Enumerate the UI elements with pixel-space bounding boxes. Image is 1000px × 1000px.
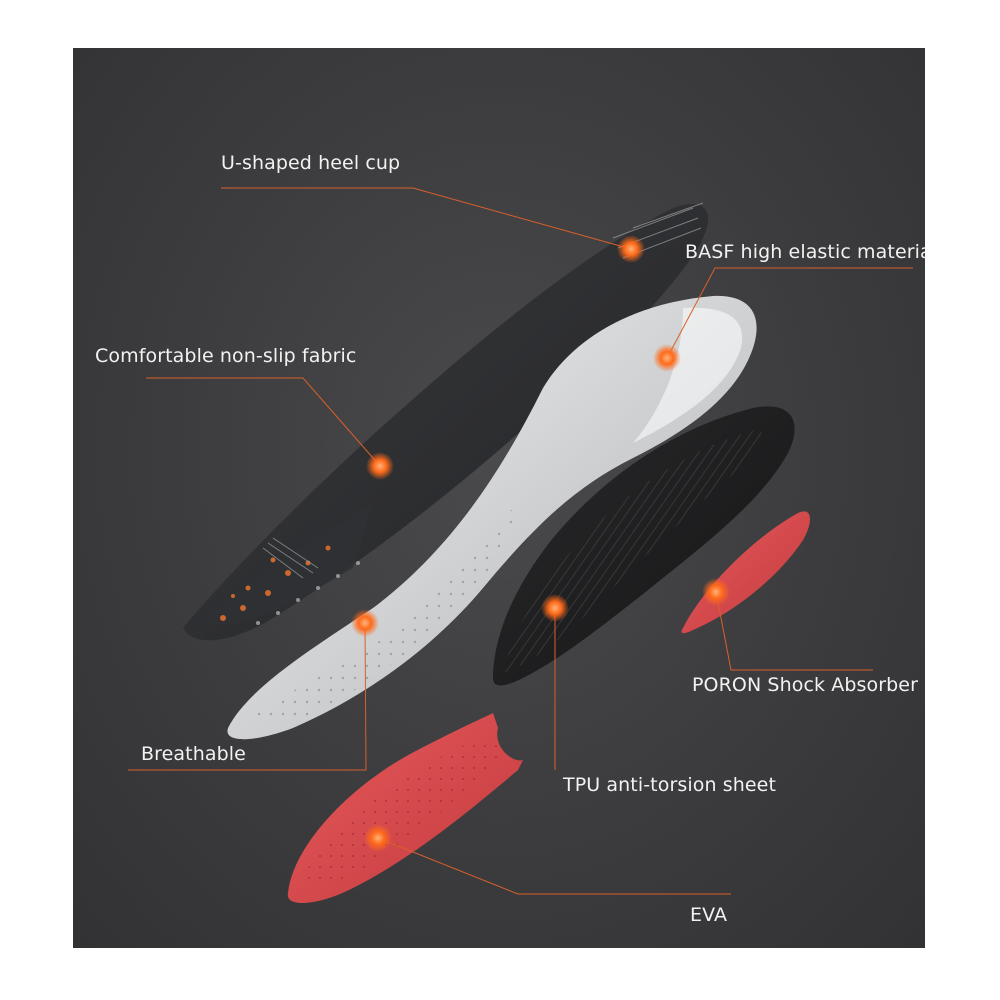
label-fabric: Comfortable non-slip fabric <box>95 345 357 367</box>
marker-tpu <box>541 594 569 622</box>
marker-eva <box>364 824 392 852</box>
eva-layer <box>287 713 523 904</box>
fabric-layer <box>183 202 709 641</box>
marker-heel-cup <box>617 235 645 263</box>
marker-basf <box>653 344 681 372</box>
label-breathable: Breathable <box>141 743 246 765</box>
callout-markers <box>351 235 730 852</box>
label-poron: PORON Shock Absorber <box>692 674 918 696</box>
insole-layers-illustration <box>128 187 913 904</box>
label-heel-cup: U-shaped heel cup <box>221 152 401 174</box>
label-eva: EVA <box>690 904 728 926</box>
leader-lines <box>128 187 913 895</box>
marker-fabric <box>366 452 394 480</box>
label-tpu: TPU anti-torsion sheet <box>563 774 777 796</box>
marker-poron <box>702 578 730 606</box>
marker-breathable <box>351 609 379 637</box>
label-basf: BASF high elastic material <box>685 241 925 263</box>
product-diagram-panel: U-shaped heel cup BASF high elastic mate… <box>73 48 925 948</box>
